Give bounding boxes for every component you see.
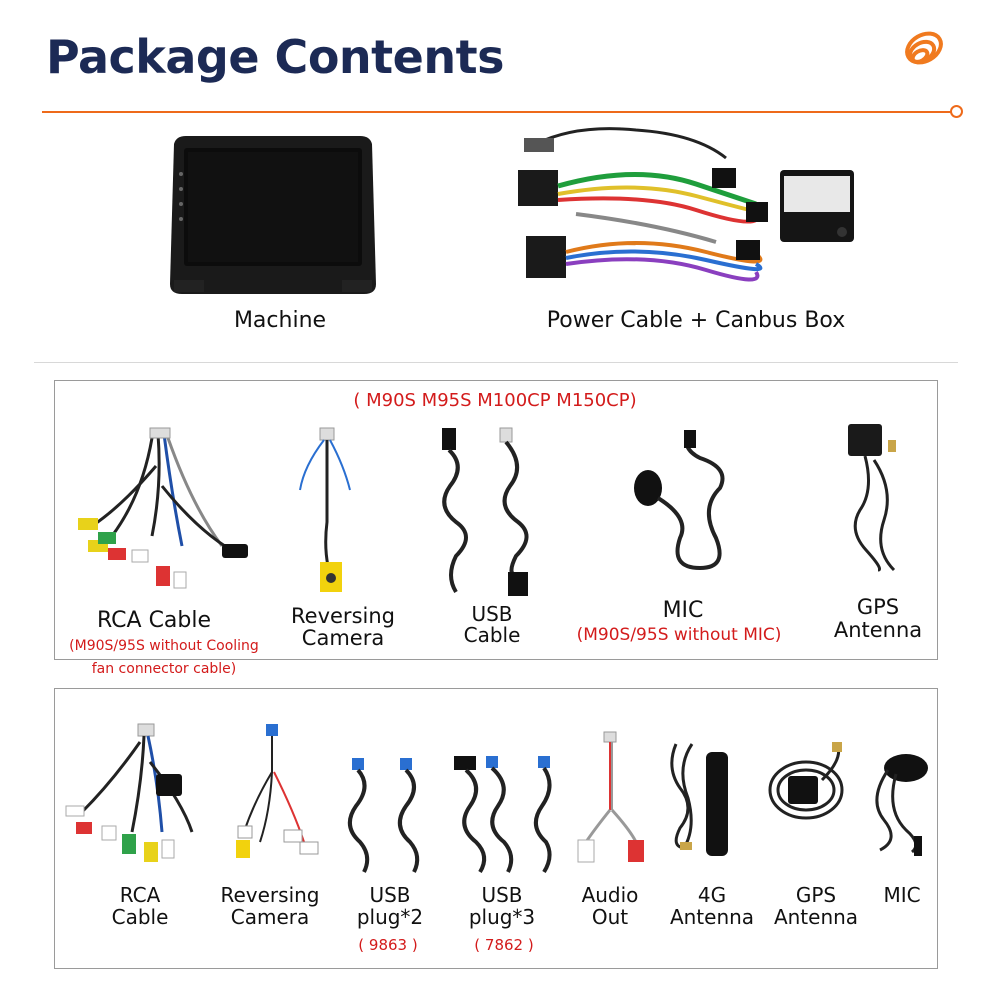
rca-cable-icon [72,426,254,596]
usb-plug-3-note: ( 7862 ) [474,936,534,954]
mic-label: MIC [662,598,704,623]
reversing-camera-cable-icon [224,722,324,872]
section-divider [34,362,958,363]
mic-note: (M90S/95S without MIC) [576,625,782,645]
usb-plug-2-note: ( 9863 ) [358,936,418,954]
usb-plug-2-label-1: USB [369,883,411,907]
reversing-camera-label-2: Camera [301,626,385,650]
gps-antenna-icon [762,740,854,844]
power-cable-canbus-image [516,124,876,300]
usb-cable-label-2: Cable [463,623,521,647]
4g-antenna-icon [666,738,746,862]
4g-antenna-label-2: Antenna [669,905,755,929]
rca-cable-note-1: (M90S/95S without Cooling [69,638,259,654]
audio-out-label-1: Audio [581,883,639,907]
reversing-camera-label-1: Reversing [291,604,395,628]
usb-plug-2-icon [342,756,434,876]
gps-antenna-label-2: Antenna [773,905,859,929]
machine-label: Machine [233,308,327,333]
models-note: ( M90S M95S M100CP M150CP) [353,390,637,411]
rca-cable-icon [62,722,200,872]
microphone-icon [866,740,938,860]
header-rule-end [950,105,963,118]
section2-box [54,688,938,969]
usb-cable-label-1: USB [471,602,513,626]
usb-plug-2-label-2: plug*2 [356,905,424,929]
reversing-camera-label-2: Camera [230,905,310,929]
reversing-camera-label-1: Reversing [220,883,320,907]
gps-antenna-label-1: GPS [795,883,837,907]
gps-antenna-label-2: Antenna [833,618,923,642]
rca-cable-note-2: fan connector cable) [91,661,237,677]
reversing-camera-cable-icon [294,426,358,602]
page-title: Package Contents [46,30,504,84]
power-cable-canbus-label: Power Cable + Canbus Box [546,308,846,333]
gps-antenna-icon [844,420,904,580]
rca-cable-label-1: RCA [119,883,161,907]
section1-box [54,380,938,660]
rca-cable-label-2: Cable [111,905,169,929]
4g-antenna-label-1: 4G [697,883,727,907]
audio-out-label-2: Out [591,905,629,929]
mic-label: MIC [883,883,921,907]
gps-antenna-label-1: GPS [856,595,900,619]
machine-image [164,134,382,298]
header-rule [42,111,954,113]
orange-spiral-logo-icon [898,26,948,76]
usb-plug-3-label-2: plug*3 [468,905,536,929]
usb-plug-3-icon [450,752,558,876]
rca-cable-label: RCA Cable [96,608,212,633]
microphone-icon [630,428,734,578]
audio-out-cable-icon [574,730,650,870]
usb-cable-icon [436,426,544,600]
usb-plug-3-label-1: USB [481,883,523,907]
